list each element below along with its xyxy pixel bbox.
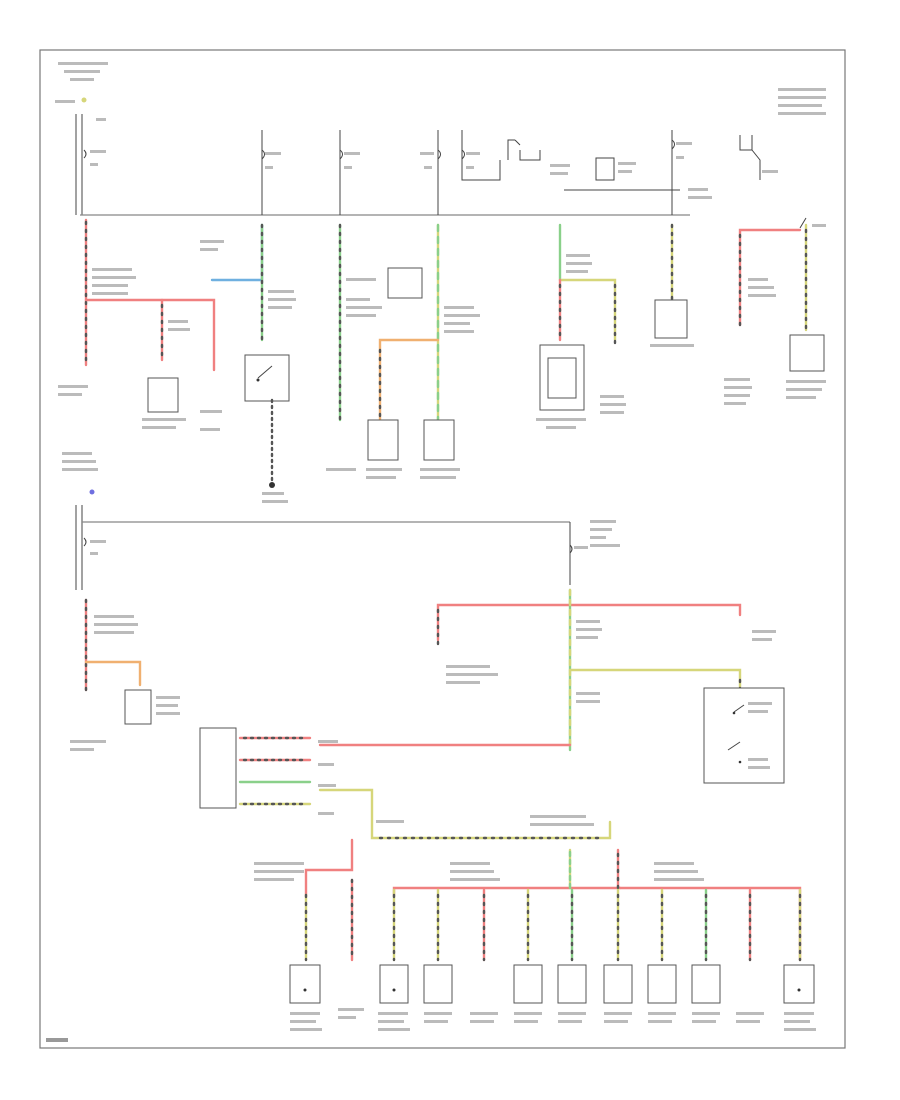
ground-icon	[269, 482, 275, 488]
component-box	[423, 419, 455, 461]
branch-3-wires	[326, 223, 423, 471]
bottom-label-stubs	[290, 1008, 816, 1031]
branch-5-wires	[536, 223, 626, 429]
bottom-drops	[392, 888, 802, 962]
component-box	[147, 377, 179, 413]
branch-4-wires	[366, 223, 480, 479]
source-connector-icon	[81, 97, 87, 103]
top-fuse-row	[261, 88, 826, 215]
component-box	[789, 334, 825, 372]
switch-icon	[256, 365, 273, 382]
switch-icon	[727, 704, 745, 764]
source-connector-icon	[89, 489, 95, 495]
connector-icon	[783, 964, 815, 1004]
component-box	[654, 299, 688, 339]
connector-icon	[423, 964, 453, 1004]
switch-box	[244, 354, 290, 402]
bottom-connectors	[289, 964, 815, 1004]
branch-6-wires	[650, 223, 694, 347]
connector-icon	[199, 727, 237, 809]
top-section	[55, 62, 826, 503]
component-box	[367, 419, 399, 461]
diagram-frame	[39, 49, 846, 1049]
component-box	[124, 689, 152, 725]
connector-icon	[647, 964, 677, 1004]
top-left-source	[55, 62, 108, 121]
connector-icon	[691, 964, 721, 1004]
connector-icon	[513, 964, 543, 1004]
connector-icon	[557, 964, 587, 1004]
component-box	[547, 357, 577, 399]
branch-7-wires	[724, 217, 826, 405]
branch-2-wires	[200, 223, 296, 503]
footer-code-stub	[46, 1038, 68, 1042]
connector-icon	[603, 964, 633, 1004]
branch-1-wires	[58, 218, 222, 431]
bottom-section	[46, 838, 816, 1042]
relay-icon	[387, 267, 423, 299]
fuse-icon	[83, 149, 87, 159]
connector-icon	[289, 964, 321, 1004]
connector-icon	[379, 964, 409, 1004]
middle-section	[62, 452, 785, 840]
